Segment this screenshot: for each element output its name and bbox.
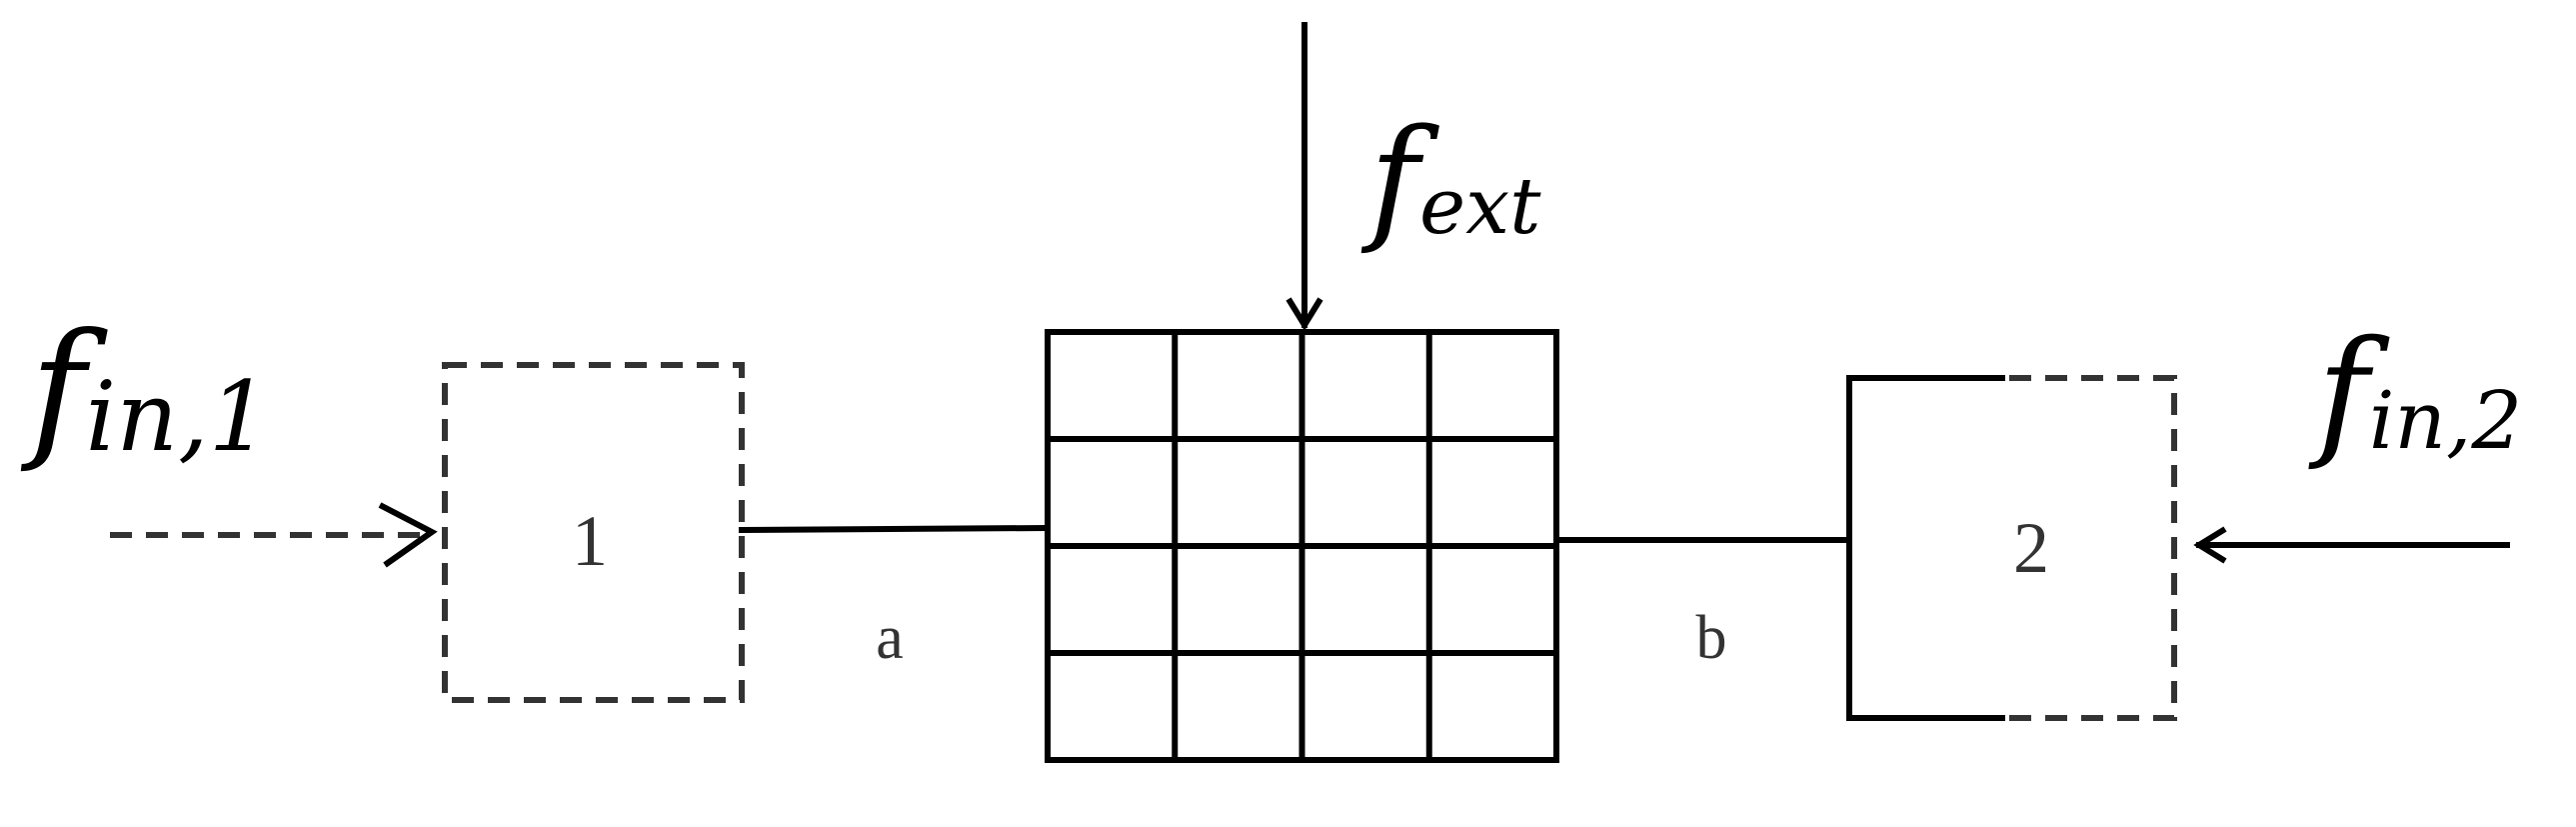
f-in2-sub: in,2 <box>2369 374 2522 467</box>
input-arrow-1-head <box>378 502 438 568</box>
box-2-solid-part <box>1846 375 2005 721</box>
box-2-label: 2 <box>2013 508 2049 588</box>
f-ext-label: fext <box>1360 100 1541 257</box>
box-1-label: 1 <box>572 501 608 581</box>
f-in2-label: fin,2 <box>2308 311 2522 474</box>
link-a <box>738 524 1049 534</box>
link-a-label: a <box>876 604 904 672</box>
box-2-dashed-part <box>2009 375 2177 721</box>
box-1 <box>442 362 745 703</box>
link-b-label: b <box>1696 604 1727 672</box>
f-in1-label: fin,1 <box>20 302 270 476</box>
f-ext-sub: ext <box>1419 162 1541 252</box>
mesh-grid <box>1045 329 1559 763</box>
f-in1-sub: in,1 <box>86 361 270 473</box>
